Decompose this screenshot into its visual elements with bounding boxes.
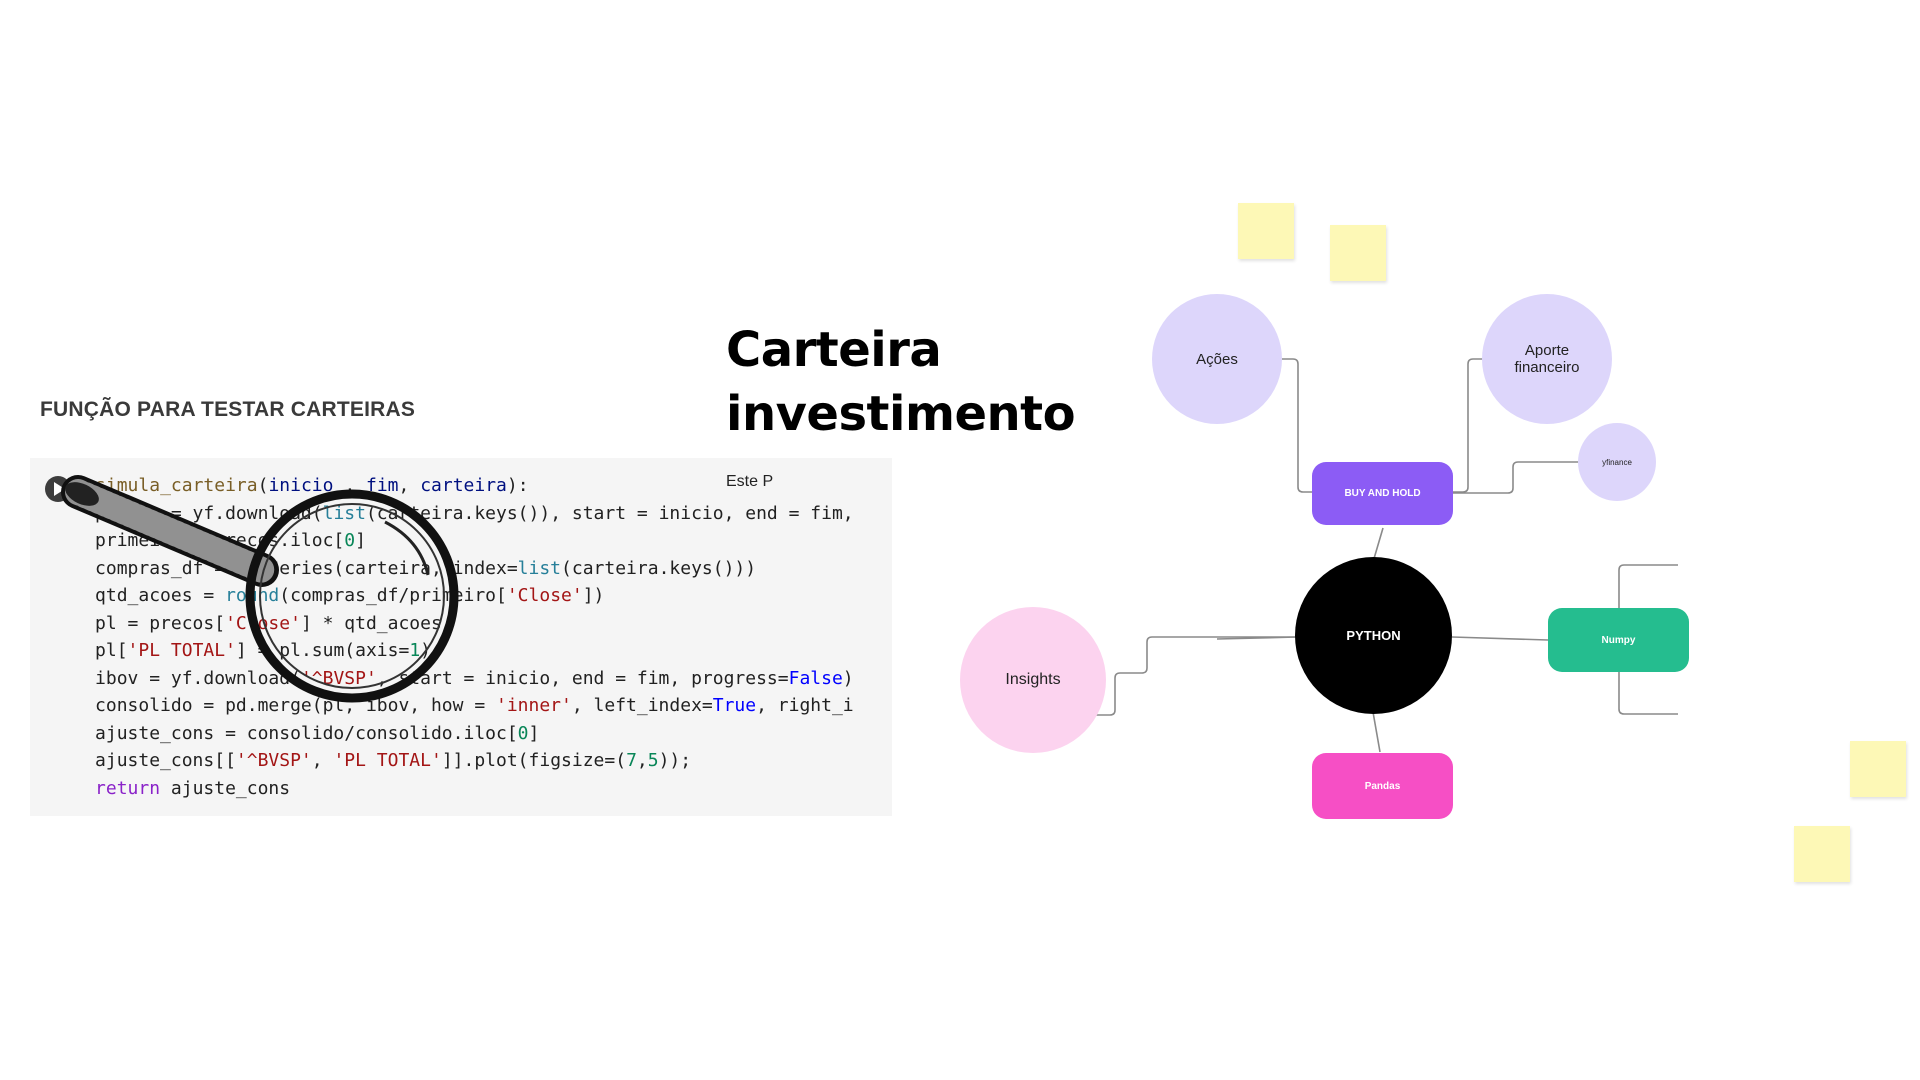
node-python-center[interactable]: PYTHON <box>1295 557 1452 714</box>
node-python-label: PYTHON <box>1346 628 1401 643</box>
connector-center-numpy <box>1451 636 1549 641</box>
board-title: Carteira investimento <box>726 318 1076 446</box>
code-line: ajuste_cons = consolido/consolido.iloc[0… <box>30 722 540 744</box>
connector-center-extra <box>1216 636 1298 640</box>
node-yfinance[interactable]: yfinance <box>1578 423 1656 501</box>
connector-numpy-branch-bottom <box>1618 672 1678 715</box>
node-acoes[interactable]: Ações <box>1152 294 1282 424</box>
node-numpy-label: Numpy <box>1601 634 1636 646</box>
node-numpy[interactable]: Numpy <box>1548 608 1689 672</box>
magnifying-glass-icon <box>61 475 459 703</box>
node-pandas-label: Pandas <box>1364 780 1401 792</box>
node-pandas[interactable]: Pandas <box>1312 753 1453 819</box>
title-line-1: Carteira <box>726 322 942 378</box>
code-line: compras_df = pd.Series(carteira, index=l… <box>95 557 757 579</box>
node-insights[interactable]: Insights <box>960 607 1106 753</box>
connector-buyhold-yfinance <box>1453 461 1580 494</box>
node-yfinance-label: yfinance <box>1602 457 1632 467</box>
code-line: return ajuste_cons <box>95 777 291 799</box>
connector-numpy-branch-top <box>1618 564 1678 608</box>
node-insights-label: Insights <box>1005 671 1061 688</box>
code-line: ajuste_cons[['^BVSP', 'PL TOTAL']].plot(… <box>30 750 692 771</box>
sticky-note[interactable] <box>1794 826 1850 882</box>
node-buy-and-hold-label: BUY AND HOLD <box>1344 488 1421 499</box>
sticky-note[interactable] <box>1330 225 1386 281</box>
title-line-2: investimento <box>726 386 1076 442</box>
text-note[interactable]: Este P <box>726 473 774 490</box>
node-buy-and-hold[interactable]: BUY AND HOLD <box>1312 462 1453 525</box>
code-cell[interactable]: def simula_carteira(inicio , fim, cartei… <box>30 458 892 816</box>
connector-buyhold-aporte <box>1453 358 1486 493</box>
code-line: consolido = pd.merge(pl, ibov, how = 'in… <box>30 695 854 716</box>
connector-center-buyhold <box>1372 527 1384 563</box>
node-aporte-label: Aporte financeiro <box>1514 342 1580 376</box>
section-heading: FUNÇÃO PARA TESTAR CARTEIRAS <box>40 398 416 421</box>
sticky-note[interactable] <box>1850 741 1906 797</box>
connector-buyhold-acoes <box>1282 358 1312 493</box>
node-aporte-financeiro[interactable]: Aporte financeiro <box>1482 294 1612 424</box>
node-acoes-label: Ações <box>1196 350 1238 368</box>
connector-center-pandas <box>1372 711 1381 753</box>
connector-center-insights <box>1090 636 1297 716</box>
sticky-note[interactable] <box>1238 203 1294 259</box>
code-block[interactable]: def simula_carteira(inicio , fim, cartei… <box>30 472 854 802</box>
